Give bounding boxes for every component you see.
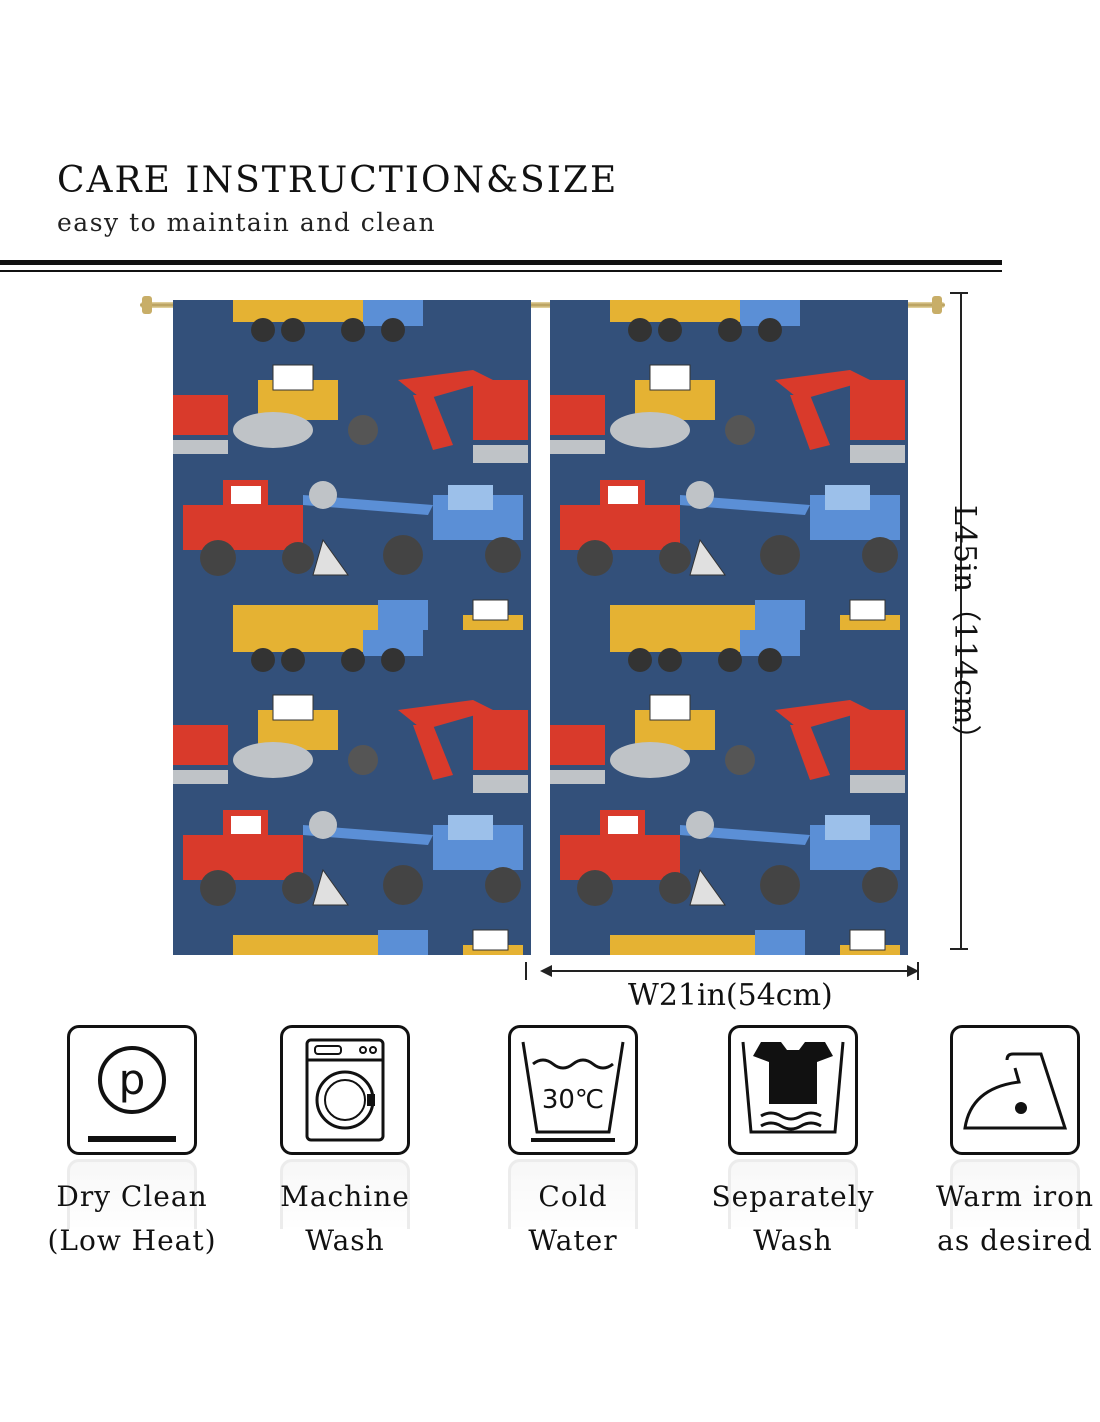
care-label-line2: Wash (305, 1224, 385, 1257)
curtain-product-image (140, 292, 945, 972)
machine-wash-icon (280, 1025, 410, 1155)
divider-thin (0, 270, 1002, 272)
page-title: CARE INSTRUCTION&SIZE (57, 160, 619, 201)
width-dimension-line (542, 970, 917, 972)
care-item-cold-water: 30℃ Cold Water (488, 1025, 658, 1257)
arrow-right-icon (907, 965, 919, 977)
separately-wash-icon (728, 1025, 858, 1155)
care-label-line1: Separately (711, 1180, 875, 1213)
care-label-line1: Dry Clean (56, 1180, 208, 1213)
icon-reflection (728, 1159, 858, 1229)
rod-end-cap-right (932, 296, 942, 314)
length-dimension-line (960, 292, 962, 950)
length-tick-top (950, 292, 968, 294)
dry-clean-icon: p (67, 1025, 197, 1155)
cold-water-temp: 30℃ (542, 1085, 604, 1115)
icon-reflection (280, 1159, 410, 1229)
length-label: L45in（114cm） (947, 505, 982, 755)
svg-text:p: p (119, 1055, 146, 1104)
warm-iron-icon (950, 1025, 1080, 1155)
care-label-line2: Water (528, 1224, 618, 1257)
care-item-machine-wash: Machine Wash (260, 1025, 430, 1257)
width-label: W21in(54cm) (628, 978, 833, 1013)
curtain-panel-left (173, 300, 531, 955)
width-tick-left (525, 962, 527, 980)
cold-water-icon: 30℃ (508, 1025, 638, 1155)
care-item-dry-clean: p Dry Clean (Low Heat) (47, 1025, 217, 1257)
care-label-line1: Warm iron (935, 1180, 1095, 1213)
icon-reflection (950, 1159, 1080, 1229)
curtain-rod (140, 302, 945, 308)
arrow-left-icon (540, 965, 552, 977)
curtain-panel-right (550, 300, 908, 955)
divider-thick (0, 260, 1002, 265)
icon-reflection (67, 1159, 197, 1229)
care-label-line2: Wash (753, 1224, 833, 1257)
length-tick-bottom (950, 948, 968, 950)
care-item-separately-wash: Separately Wash (708, 1025, 878, 1257)
page-subtitle: easy to maintain and clean (57, 208, 437, 237)
care-label-line1: Cold (538, 1180, 608, 1213)
care-label-line2: (Low Heat) (47, 1224, 217, 1257)
care-label-line2: as desired (937, 1224, 1093, 1257)
rod-end-cap-left (142, 296, 152, 314)
care-item-warm-iron: Warm iron as desired (930, 1025, 1100, 1257)
care-label-line1: Machine (280, 1180, 410, 1213)
icon-reflection (508, 1159, 638, 1229)
